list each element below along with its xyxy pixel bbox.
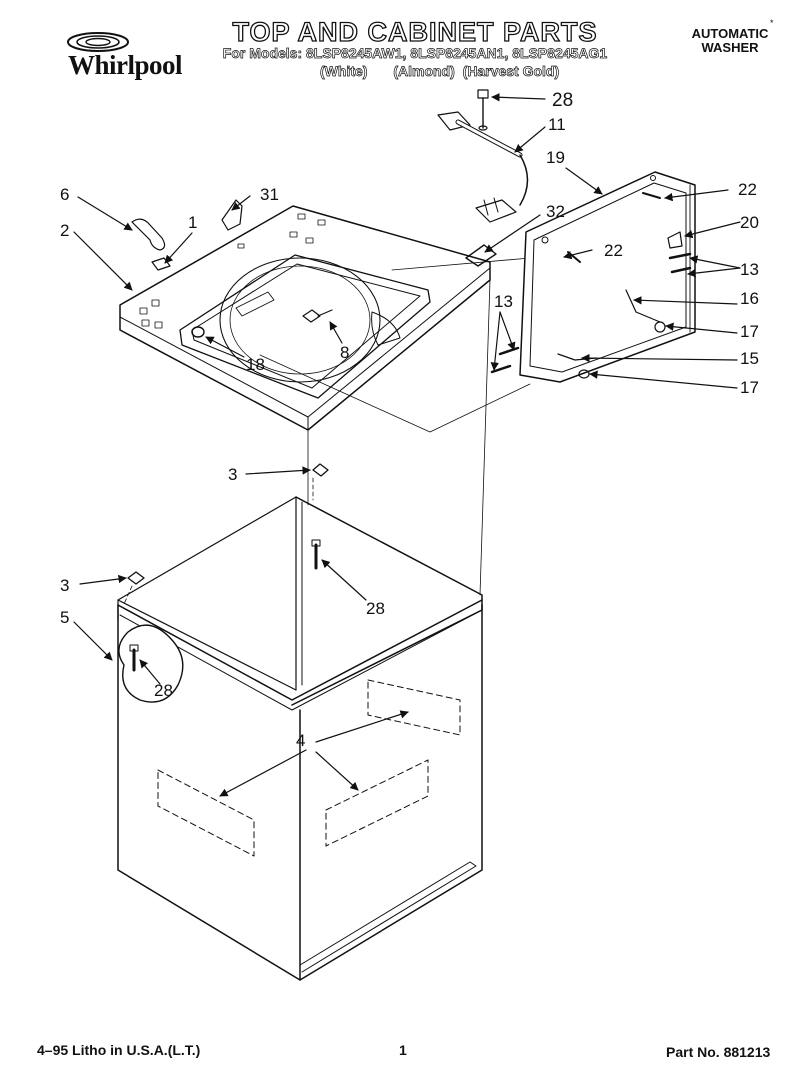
- callout-4: 4: [296, 731, 305, 750]
- callout-16: 16: [740, 289, 759, 308]
- product-line-2: WASHER: [701, 40, 759, 55]
- part-17-lower: [578, 369, 590, 379]
- part-20: [667, 231, 683, 249]
- callout-3: 3: [60, 576, 69, 595]
- callout-labels: 28 11 19 22 20 31 6 1 2 32 22 13 16 13 1…: [60, 90, 759, 750]
- callout-17: 17: [740, 322, 759, 341]
- screw-28-cabinet: [311, 539, 321, 570]
- page-title: TOP AND CABINET PARTS: [232, 16, 598, 47]
- parts-diagram: 28 11 19 22 20 31 6 1 2 32 22 13 16 13 1…: [60, 89, 759, 981]
- logo-swirl-icon: [67, 32, 129, 52]
- callout-17: 17: [740, 378, 759, 397]
- extension-line: [391, 257, 531, 271]
- callout-28: 28: [154, 681, 173, 700]
- callout-11: 11: [548, 115, 566, 134]
- screw-28-blob: [129, 644, 139, 672]
- color-harvest-gold: (Harvest Gold): [462, 63, 560, 80]
- callout-32: 32: [546, 202, 565, 221]
- clip-1: [151, 257, 171, 271]
- clip-3-top: [312, 463, 329, 477]
- product-line-1: AUTOMATIC: [691, 26, 769, 41]
- callout-19: 19: [546, 148, 565, 167]
- color-list: (White) (Almond) (Harvest Gold): [320, 62, 620, 80]
- part-17-upper: [654, 321, 666, 333]
- brand-name: Whirlpool: [68, 50, 183, 80]
- leader-lines: [73, 93, 741, 797]
- part-16: [625, 289, 661, 323]
- clip-32: [465, 244, 497, 267]
- callout-28: 28: [552, 90, 573, 111]
- callout-3: 3: [228, 465, 237, 484]
- callout-31: 31: [260, 185, 279, 204]
- console-frame: [519, 171, 696, 383]
- product-type: AUTOMATIC WASHER: [680, 27, 780, 55]
- cabinet: [117, 496, 483, 981]
- callout-8: 8: [340, 343, 349, 362]
- clip-3-left: [127, 571, 145, 585]
- part-number: Part No. 881213: [666, 1044, 771, 1060]
- callout-13: 13: [740, 260, 759, 279]
- callout-2: 2: [60, 221, 69, 240]
- color-almond: (Almond): [393, 63, 455, 80]
- callout-22: 22: [738, 180, 757, 199]
- callout-15: 15: [740, 349, 759, 368]
- wire-harness: [437, 111, 529, 223]
- callout-20: 20: [740, 213, 759, 232]
- callout-13: 13: [494, 292, 513, 311]
- extension-line: [479, 279, 491, 596]
- color-white: (White): [320, 63, 368, 80]
- extension-line: [259, 354, 531, 433]
- bracket-6: [131, 218, 166, 251]
- screw-8: [302, 309, 333, 323]
- callout-28: 28: [366, 599, 385, 618]
- screw-28-top: [477, 89, 489, 131]
- screws-13-right: [668, 252, 692, 274]
- callout-1: 1: [188, 213, 197, 232]
- whirlpool-logo: Whirlpool: [60, 28, 210, 82]
- callout-22: 22: [604, 241, 623, 260]
- callout-18: 18: [246, 355, 265, 374]
- model-list: For Models: 8LSP8245AW1, 8LSP8245AN1, 8L…: [222, 45, 608, 62]
- part-22-right: [642, 192, 661, 199]
- callout-5: 5: [60, 608, 69, 627]
- callout-6: 6: [60, 185, 69, 204]
- page-number: 1: [399, 1042, 407, 1058]
- litho-note: 4–95 Litho in U.S.A.(L.T.): [37, 1042, 201, 1058]
- corner-mark: *: [770, 18, 774, 28]
